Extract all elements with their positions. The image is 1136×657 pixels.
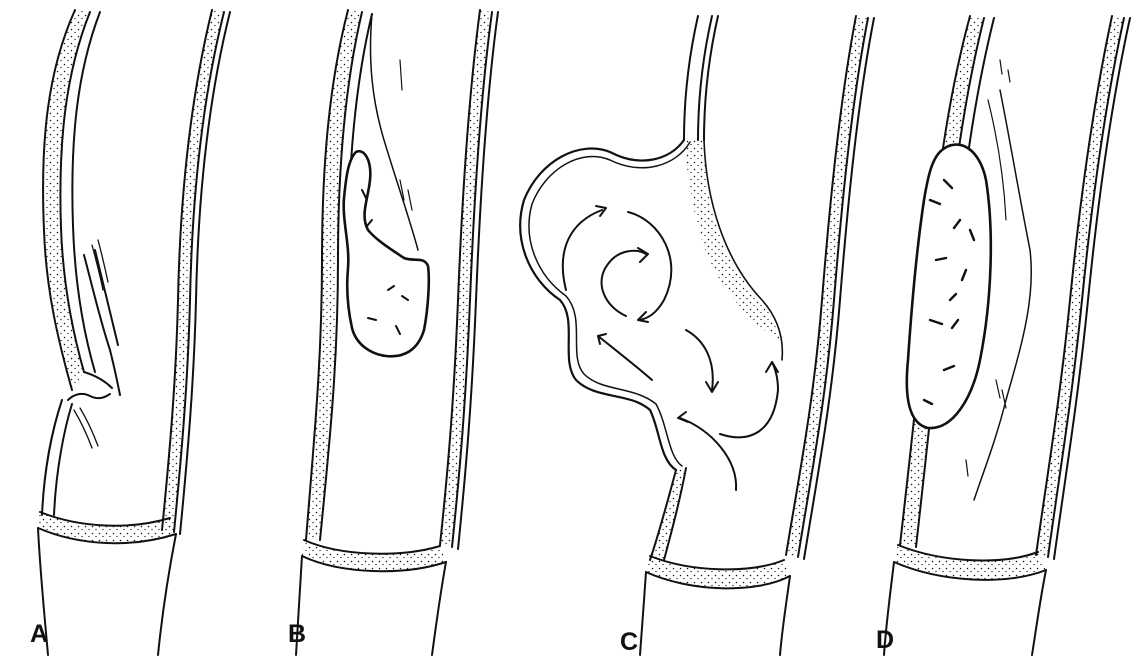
aneurysm-sac-c (520, 140, 684, 470)
panel-b-drawing (296, 10, 498, 655)
panel-a-drawing (38, 10, 230, 655)
panel-label-d: D (876, 626, 894, 654)
thrombus-shape-b (344, 151, 429, 356)
panel-c-drawing (520, 16, 874, 655)
thrombus-shape-d (907, 145, 991, 429)
panel-label-b: B (288, 620, 306, 648)
panel-d-drawing (884, 16, 1130, 655)
panel-label-c: C (620, 628, 638, 656)
panel-label-a: A (30, 620, 48, 648)
